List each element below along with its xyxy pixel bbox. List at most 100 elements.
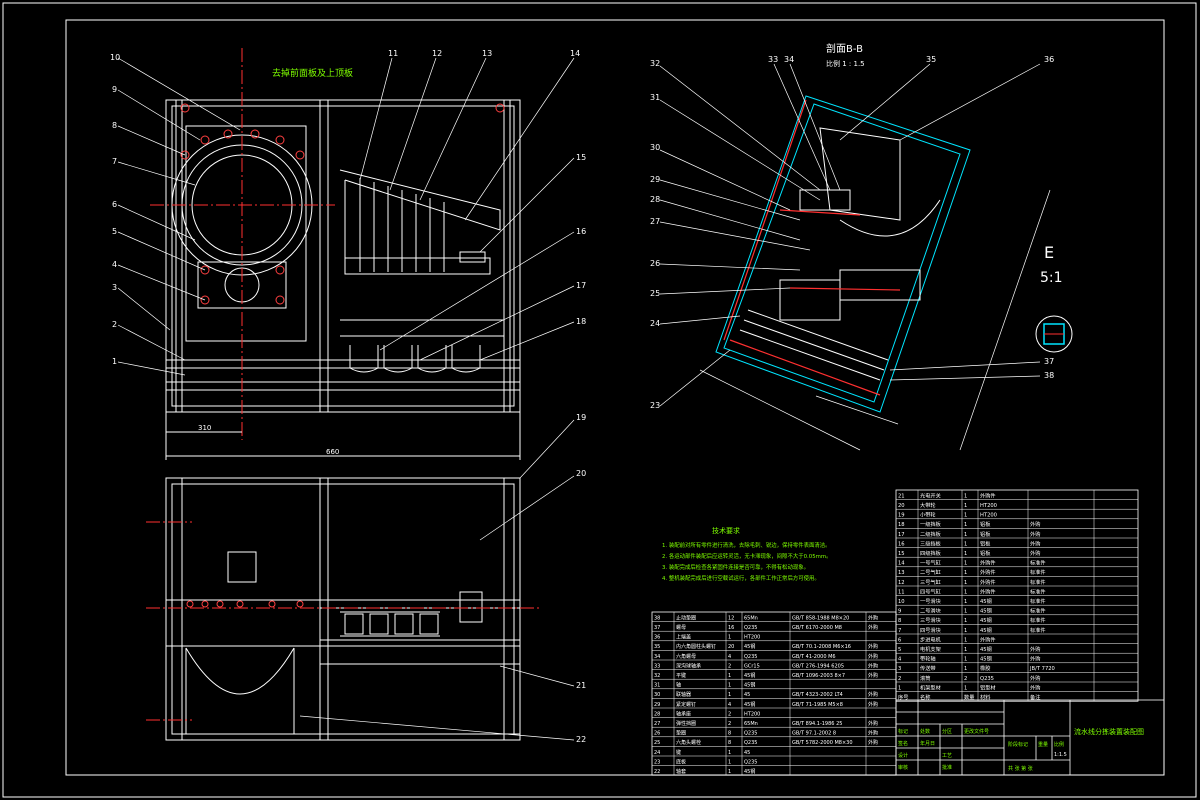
tb-ratio: 比例 [1054,741,1064,748]
title-block-text: 标记 处数 分区 更改文件号 签名 年月日 设计 审核 工艺 批准 阶段标记 重… [898,727,1144,772]
balloon-33: 33 [768,55,778,64]
parts-left-cell: 外购 [868,730,878,737]
parts-right-cell: 1 [964,493,967,499]
parts-left-cell: 32 [654,673,660,679]
parts-right-cell: 标准件 [1030,559,1046,567]
parts-right-cell: 外购 [1030,683,1040,691]
parts-right-cell: 二级挡板 [920,530,942,538]
parts-left-cell: 27 [654,721,660,727]
section-balloons: 32 31 30 29 28 27 26 25 24 23 33 34 35 3… [650,55,1054,410]
parts-right-cell: 45钢 [980,616,992,624]
tb-stage: 阶段标记 [1008,741,1028,748]
tech-title: 技术要求 [712,526,740,535]
parts-right-cell: 滚筒 [920,674,930,682]
detail-scale: 5:1 [1040,270,1063,286]
parts-left-cell: 38 [654,615,660,621]
parts-right-cell: HT200 [980,513,997,519]
parts-left-cell: 六角螺母 [676,653,696,660]
balloon-38: 38 [1044,371,1054,380]
bins [349,345,481,373]
parts-right-cell: 3 [898,666,901,672]
parts-left-cell: GB/T 858-1988 M8×20 [792,615,849,621]
parts-right-cell: 标准件 [1030,568,1046,576]
parts-left-cell: 止动垫圈 [676,614,696,621]
parts-left-cell: 45钢 [744,768,755,775]
balloon-2: 2 [112,320,117,329]
balloon-16: 16 [576,227,586,236]
parts-right-cell: 20 [898,503,905,509]
balloon-24: 24 [650,319,660,328]
parts-left-cell: 45 [744,692,750,698]
leader-lines [117,57,575,741]
parts-right-cell: 1 [964,580,967,586]
parts-left-cell: Q235 [744,654,757,660]
parts-left-cell: HT200 [744,711,760,717]
balloon-37: 37 [1044,357,1054,366]
parts-left-cell: GB/T 71-1985 M5×8 [792,702,843,708]
tb-zone: 分区 [942,728,952,735]
parts-right-cell: 数量 [964,693,974,701]
balloon-11: 11 [388,49,398,58]
parts-right-cell: 序号 [898,693,908,701]
parts-left-cell: 外购 [868,614,878,621]
balloon-25: 25 [650,289,660,298]
parts-right-cell: 铝板 [980,549,991,557]
parts-right-cell: 45钢 [980,597,992,605]
parts-right-cell: 12 [898,580,905,586]
section-titles: 剖面B-B 比例 1 : 1.5 E 5:1 [826,42,1063,286]
front-centerline [150,48,335,440]
parts-left-cell: 1 [728,673,731,679]
parts-right-cell: 电机支架 [920,645,941,653]
parts-left-cell: 4 [728,654,731,660]
tb-scale-value: 1:1.5 [1054,752,1067,758]
tb-date: 年月日 [920,740,935,747]
parts-right-cell: 步进电机 [920,635,942,643]
parts-left-cell: 轴承座 [676,710,691,717]
parts-right-cell: 1 [964,657,967,663]
parts-right-cell: 21 [898,493,905,499]
parts-left-cell: 45 [744,750,750,756]
parts-left-cell: GB/T 97.1-2002 8 [792,731,836,737]
parts-right-cell: 9 [898,609,901,615]
parts-right-cell: 一号气缸 [920,559,941,567]
tb-drawing-name: 流水线分拣装置装配图 [1074,727,1144,736]
section-title: 剖面B-B [826,42,863,55]
balloon-10: 10 [110,53,120,62]
balloon-4: 4 [112,260,117,269]
parts-right-cell: 1 [964,609,967,615]
section-dimension [699,189,1051,451]
parts-right-cell: 45钢 [980,655,992,663]
parts-left-cell: 轴套 [676,768,686,775]
balloon-6: 6 [112,200,117,209]
balloon-15: 15 [576,153,586,162]
parts-right-cell: 1 [964,561,967,567]
balloon-36: 36 [1044,55,1054,64]
parts-right-cell: 16 [898,541,905,547]
parts-right-cell: 11 [898,589,905,595]
parts-right-cell: 1 [964,685,967,691]
tb-sign: 签名 [898,740,908,747]
tech-item-3: 3. 装配完成后检查各紧固件连接是否可靠，不得有松动现象。 [662,563,809,571]
balloon-14: 14 [570,49,580,58]
balloon-7: 7 [112,157,117,166]
tb-count: 处数 [920,728,930,735]
parts-left-cell: GB/T 70.1-2008 M6×16 [792,644,851,650]
parts-left-cell: 29 [654,702,660,708]
parts-left-cell: GB/T 1096-2003 8×7 [792,673,845,679]
parts-left-cell: 2 [728,721,731,727]
balloon-13: 13 [482,49,492,58]
tb-change: 更改文件号 [964,728,989,735]
balloon-9: 9 [112,85,117,94]
balloon-31: 31 [650,93,660,102]
tb-check: 审核 [898,764,908,771]
parts-left-cell: 紧定螺钉 [676,701,696,708]
parts-right-cell: 小带轮 [920,511,936,519]
balloon-35: 35 [926,55,936,64]
parts-left-cell: 65Mn [744,615,758,621]
parts-left-cell: GB/T 276-1994 6205 [792,663,844,669]
parts-right-cell: 外购 [1030,645,1040,653]
parts-right-cell: 外购 [1030,520,1040,528]
balloon-18: 18 [576,317,586,326]
tb-process: 工艺 [942,753,952,759]
parts-right-cell: 1 [964,570,967,576]
